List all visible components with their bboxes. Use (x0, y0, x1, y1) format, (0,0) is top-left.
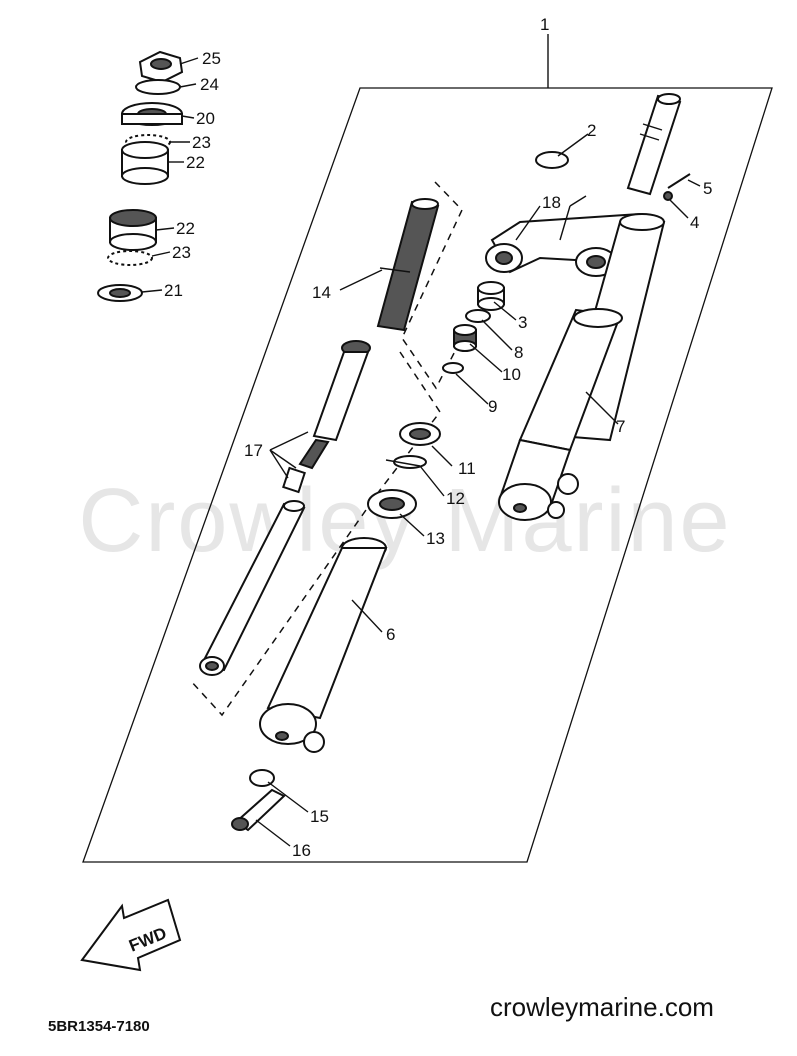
callout-22-bottom: 22 (176, 219, 195, 238)
callout-13: 13 (426, 529, 445, 548)
callout-16: 16 (292, 841, 311, 860)
bolt-16 (231, 788, 286, 832)
callout-25: 25 (202, 49, 221, 68)
outer-tube-group-outline (189, 351, 441, 717)
callout-20: 20 (196, 109, 215, 128)
oil-seal-11 (399, 422, 441, 446)
callout-24: 24 (200, 75, 219, 94)
callout-23-bottom: 23 (172, 243, 191, 262)
dust-seal-21 (97, 284, 143, 302)
callout-5: 5 (703, 179, 712, 198)
site-url: crowleymarine.com (490, 992, 714, 1022)
callout-8: 8 (514, 343, 523, 362)
fwd-arrow-icon: FWD (80, 898, 182, 972)
bolt-5 (667, 173, 691, 189)
bearing-cup-22-bottom (109, 209, 157, 251)
oring-9 (442, 362, 464, 374)
bearing-cup-22-top (121, 141, 169, 185)
callout-21: 21 (164, 281, 183, 300)
callout-22-top: 22 (186, 153, 205, 172)
steering-nut-25 (138, 50, 184, 84)
fork-spring-14 (376, 198, 440, 332)
damper-rod-17 (282, 340, 371, 494)
callout-18: 18 (542, 193, 561, 212)
callout-3: 3 (518, 313, 527, 332)
callout-9: 9 (488, 397, 497, 416)
diagram-code: 5BR1354-7180 (48, 1018, 150, 1035)
callout-15: 15 (310, 807, 329, 826)
callout-23-top: 23 (192, 133, 211, 152)
washer-4 (663, 191, 673, 201)
callout-4: 4 (690, 213, 699, 232)
dust-seal-13 (367, 489, 417, 519)
under-bracket-18 (485, 212, 652, 277)
callout-1: 1 (540, 15, 549, 34)
oring-8 (465, 309, 491, 323)
callout-17: 17 (244, 441, 263, 460)
assembly-frame (82, 87, 773, 863)
bushing-3 (477, 281, 505, 311)
circlip-2 (535, 151, 569, 169)
inner-tube-17 (199, 500, 306, 676)
callout-12: 12 (446, 489, 465, 508)
steering-stem-tube (626, 93, 682, 196)
callout-2: 2 (587, 121, 596, 140)
callout-labels: 1 2 5 18 4 3 8 10 9 7 11 12 13 14 17 6 1… (164, 15, 712, 860)
callout-10: 10 (502, 365, 521, 384)
callout-7: 7 (616, 417, 625, 436)
washer-24 (135, 79, 181, 95)
cap-10 (453, 324, 477, 352)
callout-11: 11 (458, 459, 476, 478)
callout-6: 6 (386, 625, 395, 644)
callout-14: 14 (312, 283, 331, 302)
leader-lines (141, 34, 701, 847)
fork-leg-assembly-7 (498, 213, 666, 521)
outer-tube-6 (259, 537, 388, 753)
bearing-race-20 (121, 102, 183, 126)
ball-bearing-23-bottom (107, 250, 153, 266)
